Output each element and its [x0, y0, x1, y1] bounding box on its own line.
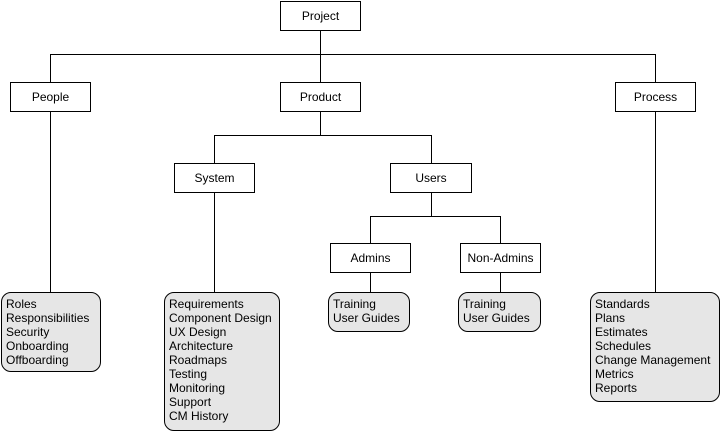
node-users-label: Users — [415, 171, 447, 185]
list-admins: Training User Guides — [328, 292, 410, 332]
list-item: Support — [169, 395, 212, 409]
node-process-label: Process — [633, 90, 678, 104]
node-non-admins-label: Non-Admins — [467, 251, 534, 265]
node-system-label: System — [194, 171, 235, 185]
list-item: User Guides — [333, 311, 400, 325]
list-item: User Guides — [463, 311, 530, 325]
list-item: Roles — [6, 297, 37, 311]
node-people-label: People — [31, 90, 70, 104]
list-item: Training — [463, 297, 506, 311]
list-process: Standards Plans Estimates Schedules Chan… — [590, 292, 720, 402]
list-item: Responsibilities — [6, 311, 90, 325]
list-people: Roles Responsibilities Security Onboardi… — [1, 292, 101, 372]
node-system: System — [174, 163, 255, 193]
list-item: Monitoring — [169, 381, 226, 395]
list-item: Plans — [595, 311, 626, 325]
list-item: Change Management — [595, 353, 711, 367]
list-item: Reports — [595, 381, 638, 395]
list-item: Architecture — [169, 339, 234, 353]
list-item: Offboarding — [6, 353, 69, 367]
list-item: Component Design — [169, 311, 272, 325]
list-item: Training — [333, 297, 376, 311]
list-item: Roadmaps — [169, 353, 228, 367]
node-users: Users — [390, 163, 472, 193]
node-project-label: Project — [301, 9, 340, 23]
node-non-admins: Non-Admins — [460, 243, 541, 273]
node-admins: Admins — [330, 243, 411, 273]
list-item: Requirements — [169, 297, 244, 311]
list-non-admins: Training User Guides — [458, 292, 541, 332]
list-item: Testing — [169, 367, 208, 381]
list-item: UX Design — [169, 325, 227, 339]
list-item: CM History — [169, 409, 229, 423]
list-system: Requirements Component Design UX Design … — [164, 292, 280, 431]
list-item: Standards — [595, 297, 650, 311]
node-product: Product — [280, 82, 361, 112]
list-item: Security — [6, 325, 50, 339]
list-item: Schedules — [595, 339, 652, 353]
list-item: Estimates — [595, 325, 648, 339]
node-product-label: Product — [299, 90, 342, 104]
node-project: Project — [280, 1, 361, 31]
node-process: Process — [615, 82, 696, 112]
node-people: People — [10, 82, 91, 112]
list-item: Metrics — [595, 367, 634, 381]
node-admins-label: Admins — [350, 251, 391, 265]
list-item: Onboarding — [6, 339, 69, 353]
